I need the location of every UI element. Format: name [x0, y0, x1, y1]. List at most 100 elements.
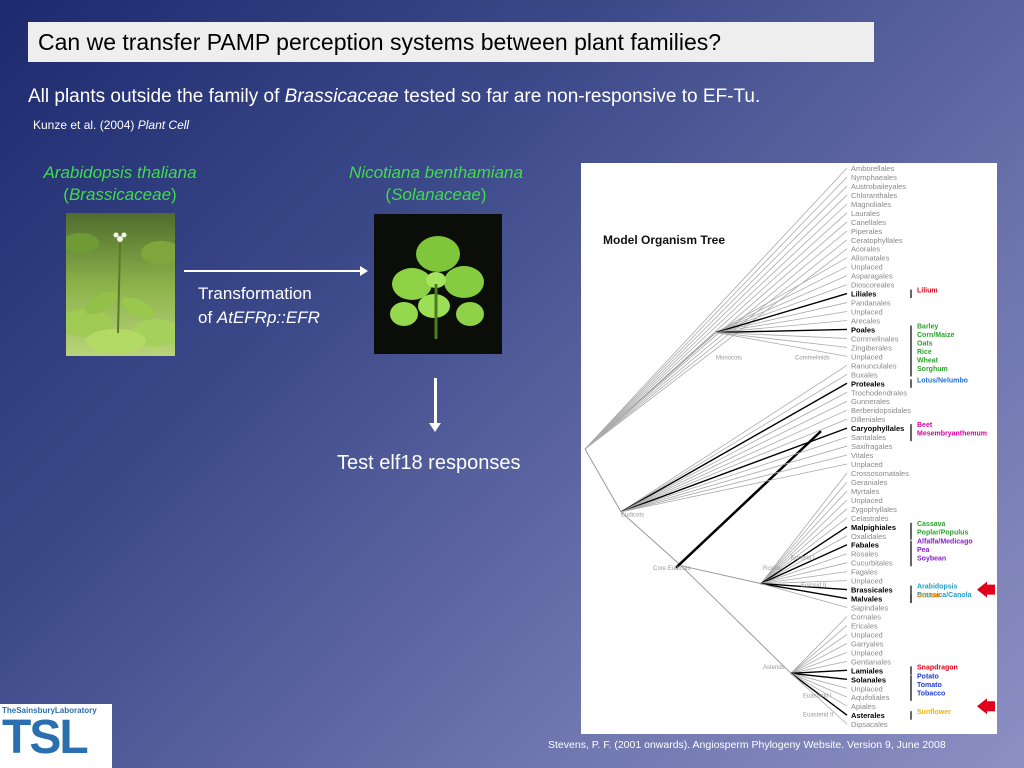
transformation-line2: of AtEFRp::EFR — [198, 306, 320, 330]
species1-family-name: Brassicaceae — [68, 185, 172, 204]
tree-order-label: Poales — [851, 325, 875, 334]
tree-branch — [790, 669, 848, 675]
tree-order-label: Unplaced — [851, 630, 883, 639]
transformation-arrow — [184, 266, 368, 276]
red-arrow-marker — [977, 698, 995, 715]
tree-order-label: Unplaced — [851, 263, 883, 272]
tree-branch — [584, 185, 848, 450]
tree-order-label: Nymphaeales — [851, 173, 897, 182]
tree-order-label: Ericales — [851, 621, 878, 630]
paren-open-1: ( — [63, 185, 69, 204]
species1-label: Arabidopsis thaliana (Brassicaceae) — [22, 162, 218, 206]
tree-branch — [790, 616, 848, 674]
tree-branch — [760, 508, 848, 584]
reference-authors: Kunze et al. (2004) — [33, 118, 138, 132]
species-group-label: Lotus/Nelumbo — [917, 377, 968, 384]
tree-order-label: Unplaced — [851, 460, 883, 469]
tree-branch — [760, 535, 848, 584]
tree-branch — [620, 365, 848, 513]
tree-order-label: Ceratophyllales — [851, 236, 903, 245]
species2-label: Nicotiana benthamiana (Solanaceae) — [318, 162, 554, 206]
tree-order-label: Liliales — [851, 290, 876, 299]
tree-branch — [760, 582, 848, 600]
tree-order-label: Proteales — [851, 379, 885, 388]
species-group-label: Sorghum — [917, 366, 948, 373]
paren-open-2: ( — [385, 185, 392, 204]
reference-citation: Kunze et al. (2004) Plant Cell — [33, 118, 189, 132]
tree-order-label: Trochodendrales — [851, 388, 907, 397]
tree-order-label: Cornales — [851, 613, 881, 622]
tree-branch — [760, 582, 848, 591]
tree-order-label: Unplaced — [851, 496, 883, 505]
tree-branch — [790, 625, 848, 674]
species-group-label: Oats — [917, 340, 933, 347]
tree-order-label: Unplaced — [851, 648, 883, 657]
tree-branch — [715, 311, 848, 333]
arabidopsis-photo — [66, 213, 175, 356]
tree-order-label: Pandanales — [851, 299, 891, 308]
transformation-construct: AtEFRp::EFR — [216, 308, 320, 327]
tree-order-label: Cucurbitales — [851, 559, 893, 568]
tree-order-label: Geraniales — [851, 478, 888, 487]
tree-order-label: Fagales — [851, 568, 878, 577]
tree-branch-highlight — [675, 430, 822, 569]
footer-citation: Stevens, P. F. (2001 onwards). Angiosper… — [548, 739, 946, 751]
red-arrow-marker — [977, 581, 995, 598]
tree-branch — [584, 203, 848, 450]
tree-branch — [620, 400, 848, 513]
lead-family-italic: Brassicaceae — [284, 86, 399, 107]
tree-order-label: Lamiales — [851, 666, 883, 675]
tree-branch — [760, 499, 848, 584]
tree-order-label: Piperales — [851, 227, 883, 236]
tree-title: Model Organism Tree — [603, 233, 725, 247]
tree-branch — [760, 526, 848, 585]
lead-statement: All plants outside the family of Brassic… — [28, 86, 760, 108]
tree-order-label: Dioscoreales — [851, 281, 895, 290]
species2-name: Nicotiana benthamiana — [349, 163, 523, 182]
tree-branch — [715, 320, 848, 333]
tree-branch — [584, 212, 848, 450]
species-group-label: Tomato — [917, 682, 942, 689]
tree-clade-label: Eurosid I — [791, 555, 815, 561]
species-group-label: Lilium — [917, 288, 938, 295]
tree-branch — [584, 194, 848, 450]
tree-order-label: Laurales — [851, 209, 880, 218]
species-group-label: Corn/Maize — [917, 332, 954, 339]
tree-order-label: Magnoliales — [851, 200, 891, 209]
tree-branch — [760, 544, 848, 585]
tree-branch — [620, 418, 848, 513]
tree-order-label: Zygophyllales — [851, 505, 897, 514]
lead-prefix: All plants outside the family of — [28, 86, 285, 107]
tree-branch — [584, 248, 848, 450]
tree-branch — [584, 167, 848, 450]
tree-order-label: Arecales — [851, 316, 880, 325]
tree-order-label: Santalales — [851, 433, 886, 442]
tree-order-label: Vitales — [851, 451, 874, 460]
species-group-label: Tobacco — [917, 690, 945, 697]
tree-order-label: Rosales — [851, 550, 878, 559]
paren-close-1: ) — [171, 185, 177, 204]
species-group-label: Brassica/Canola — [917, 592, 972, 599]
tree-order-label: Apiales — [851, 702, 876, 711]
tree-branch — [760, 490, 848, 584]
species-group-label: Pea — [917, 547, 930, 554]
tree-clade-label: Monocots — [716, 355, 742, 361]
tree-clade-label: Euasterid I — [803, 694, 832, 700]
tree-clade-label: Rosids — [763, 566, 781, 572]
tree-branch — [620, 373, 848, 513]
tree-branch — [760, 562, 848, 585]
tree-order-label: Alismatales — [851, 254, 890, 263]
tree-order-label: Malpighiales — [851, 523, 896, 532]
tree-order-label: Buxales — [851, 370, 878, 379]
tree-branch — [715, 284, 848, 333]
tree-clade-label: Eudicots — [621, 512, 644, 518]
tree-branch — [760, 571, 848, 585]
tree-order-label: Oxalidales — [851, 532, 886, 541]
tree-branch — [760, 580, 848, 585]
tree-branch — [790, 652, 848, 674]
tree-branch — [760, 517, 848, 584]
tree-clade-label: Eurosid II — [801, 583, 827, 589]
tree-branch — [760, 553, 848, 584]
tree-branch — [715, 275, 848, 333]
